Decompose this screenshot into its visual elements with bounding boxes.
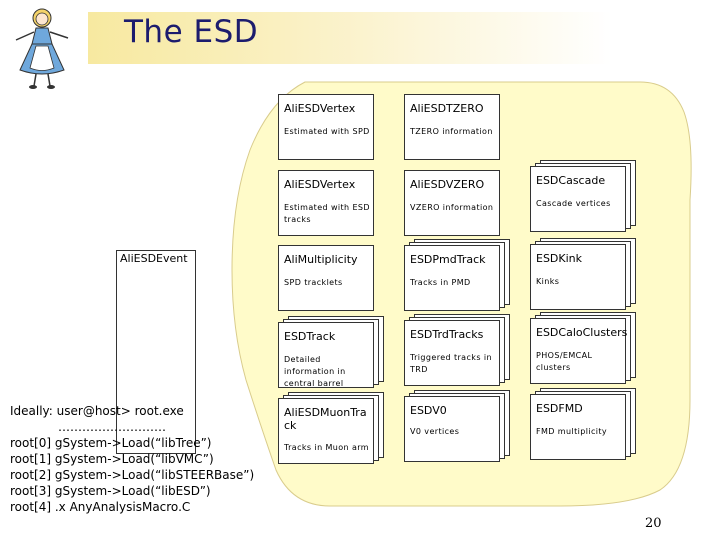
class-box-pmd: [404, 245, 500, 311]
class-box-calo: [530, 318, 626, 384]
class-name: ESDPmdTrack: [410, 253, 486, 266]
class-description: PHOS/EMCAL clusters: [536, 351, 593, 372]
code-line: ………………………: [58, 420, 166, 434]
class-name: ESDV0: [410, 404, 447, 417]
code-line: root[3] gSystem->Load(“libESD”): [10, 484, 211, 498]
class-box-v0: [404, 396, 500, 462]
class-description: Estimated with ESD tracks: [284, 203, 370, 224]
class-description: Tracks in PMD: [410, 278, 471, 287]
class-name: ESDFMD: [536, 402, 583, 415]
class-name: AliESDVertex: [284, 102, 356, 115]
class-name: AliESDTZERO: [410, 102, 484, 115]
class-description: Triggered tracks in TRD: [410, 353, 492, 374]
esd-event-box: [116, 250, 196, 454]
class-box-cascade: [530, 166, 626, 232]
class-box-fmd: [530, 394, 626, 460]
code-line: root[4] .x AnyAnalysisMacro.C: [10, 500, 191, 514]
code-line: root[0] gSystem->Load(“libTree”): [10, 436, 212, 450]
code-line: root[1] gSystem->Load(“libVMC”): [10, 452, 214, 466]
class-box-kink: [530, 244, 626, 310]
class-box-trd: [404, 320, 500, 386]
alice-illustration-icon: [15, 8, 69, 89]
class-name: ESDKink: [536, 252, 583, 265]
class-name: ESDTrdTracks: [410, 328, 484, 341]
class-box-muon: [278, 398, 374, 464]
class-box-tzero: [404, 94, 500, 160]
esd-event-label: AliESDEvent: [120, 252, 188, 265]
class-name: AliMultiplicity: [284, 253, 358, 266]
class-box-track: [278, 322, 374, 388]
class-description: Tracks in Muon arm: [284, 443, 370, 452]
class-description: SPD tracklets: [284, 278, 343, 287]
class-name: AliESDMuonTrack: [284, 406, 367, 432]
title-band: [88, 12, 704, 64]
class-name: AliESDVZERO: [410, 178, 485, 191]
class-description: Kinks: [536, 277, 560, 286]
page-number: 20: [645, 516, 662, 531]
class-name: ESDCaloClusters: [536, 326, 628, 339]
class-box-vzero: [404, 170, 500, 236]
class-box-vertex-tracks: [278, 170, 374, 236]
class-description: Detailed information in central barrel: [284, 355, 346, 388]
class-description: TZERO information: [410, 127, 493, 136]
class-name: AliESDVertex: [284, 178, 356, 191]
class-description: VZERO information: [410, 203, 494, 212]
class-description: Cascade vertices: [536, 199, 611, 208]
class-description: V0 vertices: [410, 427, 460, 436]
class-name: ESDCascade: [536, 174, 606, 187]
class-box-vertex-spd: [278, 94, 374, 160]
class-box-multiplicity: [278, 245, 374, 311]
code-line: root[2] gSystem->Load(“libSTEERBase”): [10, 468, 255, 482]
class-name: ESDTrack: [284, 330, 336, 343]
class-description: Estimated with SPD: [284, 127, 370, 136]
slide-title: The ESD: [124, 14, 259, 50]
class-description: FMD multiplicity: [536, 427, 608, 436]
code-line: Ideally: user@host> root.exe: [10, 404, 184, 418]
